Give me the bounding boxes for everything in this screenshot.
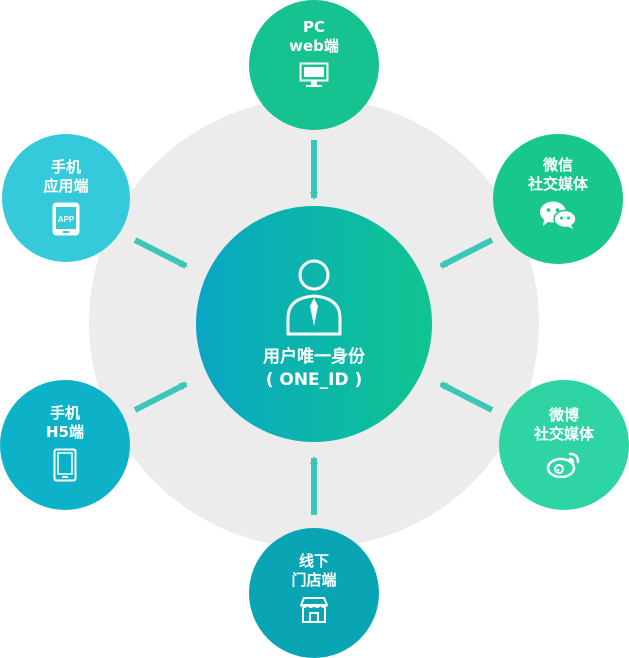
weibo-icon [546,452,580,478]
node-pc-line1: PC [302,18,325,36]
wechat-icon [540,201,577,229]
arrow-weibo [439,381,494,413]
node-h5-line2: H5端 [46,423,84,441]
node-weibo-line1: 微博 [548,406,579,424]
arrow-h5 [133,381,188,413]
node-mobile-app: 手机 应用端 APP [2,134,130,262]
node-app-line2: 应用端 [43,177,89,195]
center-node-one-id: 用户唯一身份 ( ONE_ID ) [196,206,432,442]
user-tie-icon [286,259,342,336]
node-offline-line2: 门店端 [291,571,337,589]
node-wechat: 微信 社交媒体 [493,134,623,264]
center-subtitle: ( ONE_ID ) [265,370,363,390]
phone-icon [53,448,77,482]
app-badge-text: APP [58,215,75,224]
arrow-app [133,237,188,269]
node-pc-line2: web端 [289,37,339,55]
node-mobile-h5: 手机 H5端 [0,380,130,510]
node-app-line1: 手机 [50,158,81,176]
node-offline-store: 线下 门店端 [249,528,379,658]
node-h5-line1: 手机 [49,404,80,422]
node-pc-web: PC web端 [249,0,379,130]
node-wechat-line2: 社交媒体 [527,175,588,193]
arrow-wechat [439,237,494,269]
monitor-icon [299,62,329,87]
node-weibo: 微博 社交媒体 [499,380,629,510]
node-offline-line1: 线下 [298,552,329,570]
node-wechat-line1: 微信 [542,156,573,174]
app-icon: APP [52,202,80,236]
node-weibo-line2: 社交媒体 [533,425,594,443]
store-icon [300,597,328,623]
center-title: 用户唯一身份 [263,347,365,367]
